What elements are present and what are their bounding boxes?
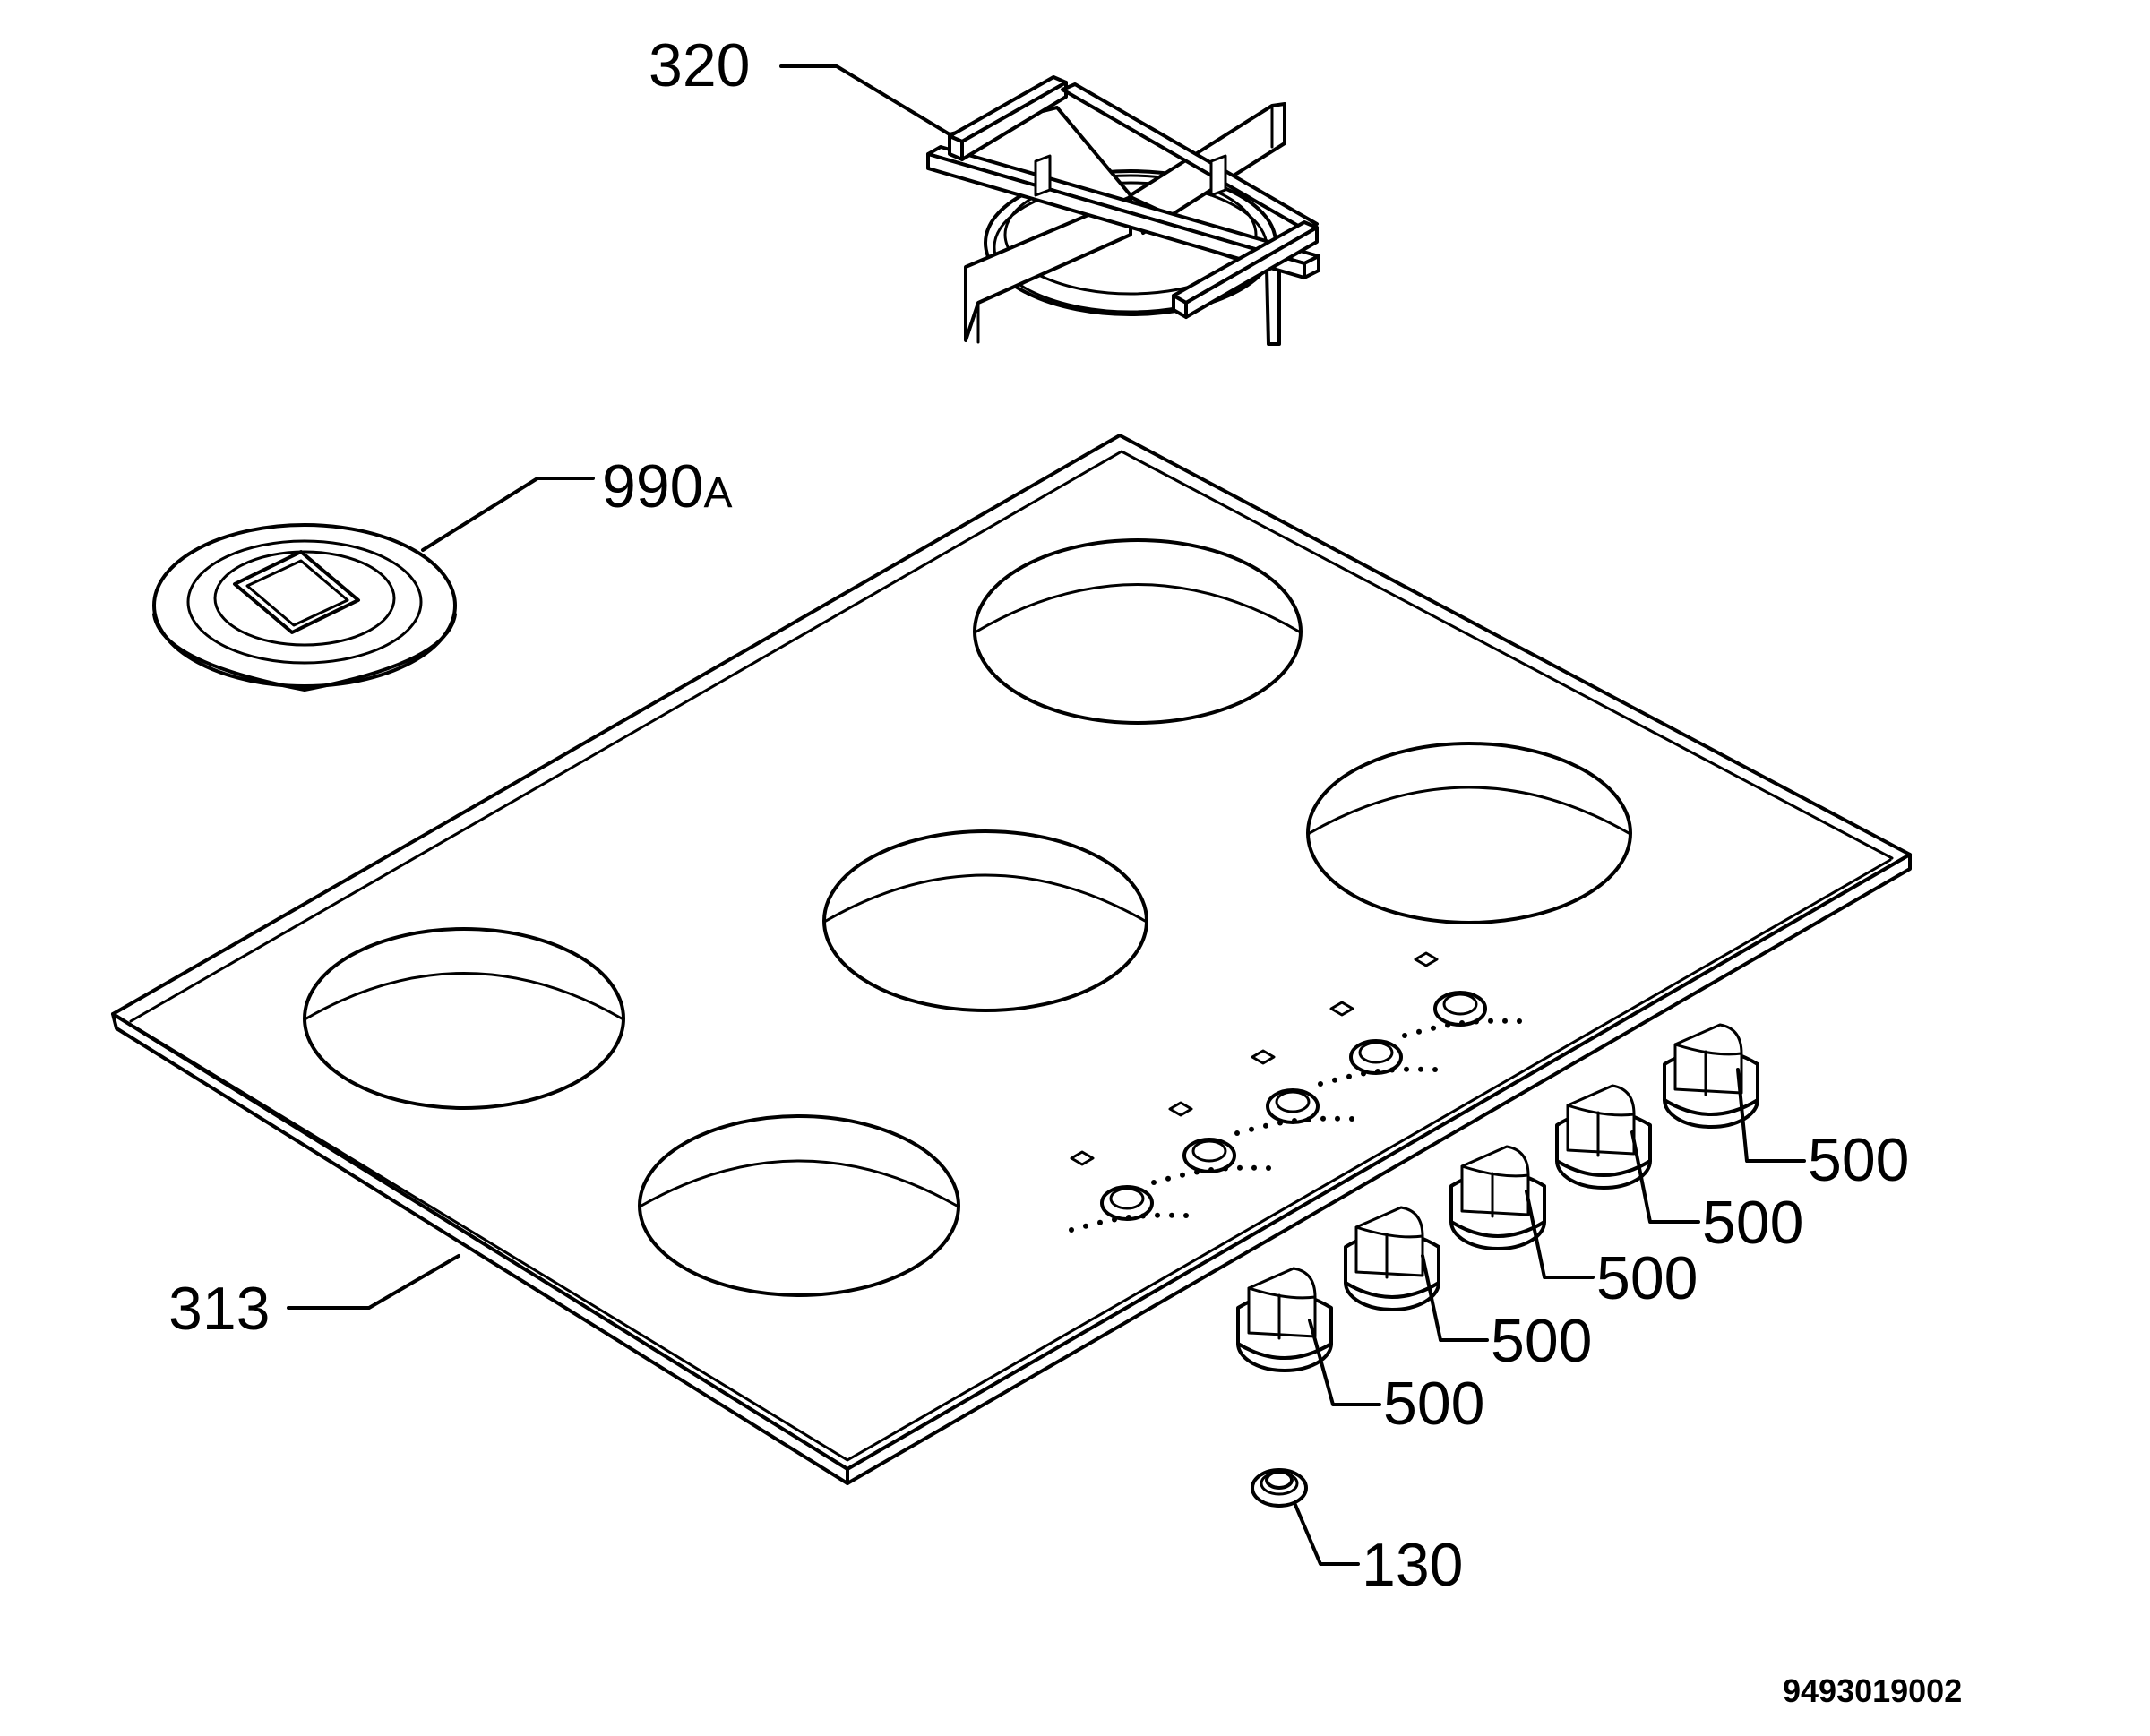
control-knob-2 xyxy=(1555,1084,1652,1190)
scale-dot xyxy=(1402,1033,1407,1038)
scale-dot xyxy=(1234,1130,1240,1136)
hotplate-opening xyxy=(303,927,625,1110)
scale-dot xyxy=(1416,1028,1422,1035)
scale-dot xyxy=(1266,1165,1271,1171)
scale-dot xyxy=(1155,1212,1160,1218)
callout-grommet: 130 xyxy=(1362,1531,1463,1599)
scale-dot xyxy=(1165,1175,1171,1182)
scale-dot xyxy=(1389,1067,1395,1073)
scale-dot xyxy=(1112,1216,1117,1223)
scale-dot xyxy=(1069,1227,1074,1233)
callout-knob-5: 500 xyxy=(1383,1370,1484,1438)
scale-dot xyxy=(1432,1067,1438,1072)
scale-dot xyxy=(1251,1164,1257,1171)
scale-dot xyxy=(1431,1025,1436,1031)
hotplate-opening xyxy=(1306,742,1632,924)
scale-dot xyxy=(1459,1020,1465,1026)
scale-dot xyxy=(1097,1219,1103,1225)
scale-dot xyxy=(1306,1116,1312,1122)
scale-dot xyxy=(1140,1213,1146,1219)
scale-dot xyxy=(1208,1167,1214,1173)
control-knob-5 xyxy=(1236,1267,1333,1372)
control-knob-4 xyxy=(1344,1206,1440,1311)
control-knobs xyxy=(1236,1023,1759,1372)
scale-dot xyxy=(1517,1018,1522,1024)
callout-knob-1: 500 xyxy=(1808,1126,1909,1194)
control-knob-1 xyxy=(1663,1023,1759,1129)
scale-dot xyxy=(1249,1126,1254,1132)
scale-dot xyxy=(1318,1081,1323,1087)
scale-dot xyxy=(1418,1066,1423,1072)
scale-dot xyxy=(1361,1070,1366,1077)
callout-hob-top: 313 xyxy=(168,1275,270,1343)
callout-knob-3: 500 xyxy=(1596,1244,1698,1312)
scale-dot xyxy=(1375,1069,1380,1074)
pan-support-part xyxy=(926,75,1320,346)
scale-dot xyxy=(1335,1115,1340,1122)
scale-dot xyxy=(1320,1115,1326,1122)
callout-cover-disc: 990A xyxy=(602,452,732,520)
scale-dot xyxy=(1263,1122,1268,1129)
scale-dot xyxy=(1237,1164,1243,1171)
scale-dot xyxy=(1180,1172,1185,1178)
control-knob-3 xyxy=(1449,1145,1546,1250)
callout-cover-disc-suffix: A xyxy=(703,469,732,517)
scale-dot xyxy=(1488,1018,1493,1024)
callout-knob-4: 500 xyxy=(1491,1307,1592,1375)
scale-dot xyxy=(1346,1073,1352,1079)
scale-dot xyxy=(1194,1169,1200,1175)
scale-dot xyxy=(1169,1212,1174,1218)
callout-pan-support: 320 xyxy=(649,31,750,99)
hob-top-part xyxy=(111,434,1912,1485)
scale-dot xyxy=(1183,1213,1189,1218)
control-panel-markings xyxy=(1069,951,1522,1233)
scale-dot xyxy=(1474,1018,1479,1025)
scale-dot xyxy=(1502,1018,1508,1024)
scale-dot xyxy=(1292,1118,1297,1123)
leader-lines xyxy=(287,64,1806,1566)
scale-dot xyxy=(1126,1215,1131,1220)
hotplate-opening xyxy=(822,829,1148,1012)
scale-dot xyxy=(1223,1165,1228,1172)
grommet-part xyxy=(1251,1468,1308,1508)
hotplate-opening xyxy=(638,1114,960,1297)
callout-cover-disc-number: 990 xyxy=(602,452,703,520)
scale-dot xyxy=(1404,1066,1409,1072)
cover-disc-part xyxy=(152,523,457,692)
scale-dot xyxy=(1277,1120,1283,1126)
document-number: 9493019002 xyxy=(1783,1672,1962,1709)
scale-dot xyxy=(1445,1022,1450,1028)
scale-dot xyxy=(1332,1077,1337,1083)
scale-dot xyxy=(1349,1116,1354,1122)
callout-knob-2: 500 xyxy=(1702,1189,1803,1257)
scale-dot xyxy=(1083,1223,1088,1229)
hotplate-opening xyxy=(973,538,1303,725)
scale-dot xyxy=(1151,1180,1157,1185)
